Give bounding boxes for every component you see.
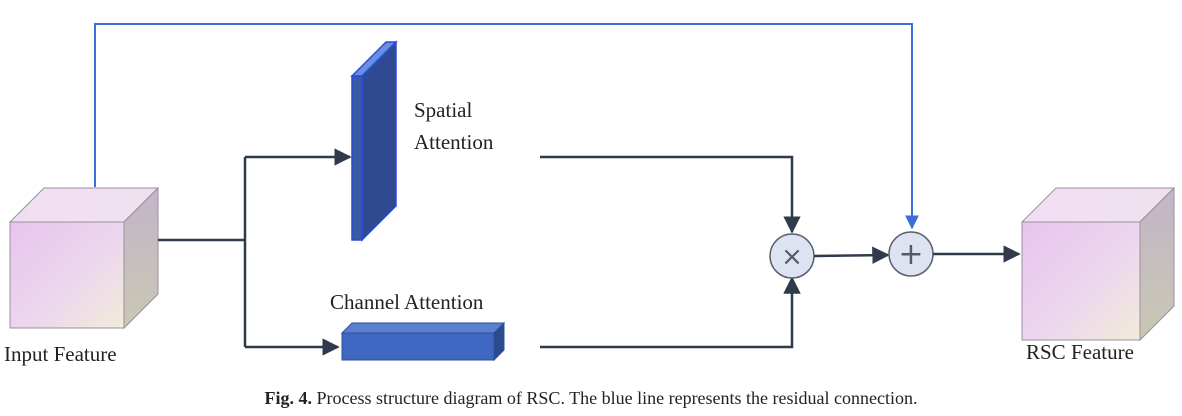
multiply-to-add-line — [813, 246, 890, 264]
residual-connection-line — [94, 23, 919, 230]
branch-connectors — [158, 148, 352, 356]
spatial-to-multiply-line — [540, 155, 801, 234]
add-operator: + — [888, 231, 934, 277]
input-feature-label: Input Feature — [4, 342, 117, 366]
rsc-feature-cube — [1020, 186, 1176, 342]
add-symbol: + — [898, 237, 923, 272]
multiply-symbol: × — [781, 242, 803, 272]
channel-attention-label: Channel Attention — [330, 290, 484, 314]
channel-to-multiply-line — [540, 276, 801, 349]
input-feature-cube — [8, 186, 160, 330]
spatial-attention-label-line2: Attention — [414, 130, 494, 154]
multiply-operator: × — [769, 233, 815, 279]
figure-caption: Fig. 4. Process structure diagram of RSC… — [0, 388, 1182, 409]
spatial-attention-label-line1: Spatial — [414, 98, 472, 122]
figure-number: Fig. 4. — [264, 388, 312, 408]
channel-attention-block — [340, 321, 506, 362]
spatial-attention-block — [350, 40, 398, 242]
figure-caption-text: Process structure diagram of RSC. The bl… — [316, 388, 918, 408]
rsc-feature-label: RSC Feature — [1026, 340, 1134, 364]
